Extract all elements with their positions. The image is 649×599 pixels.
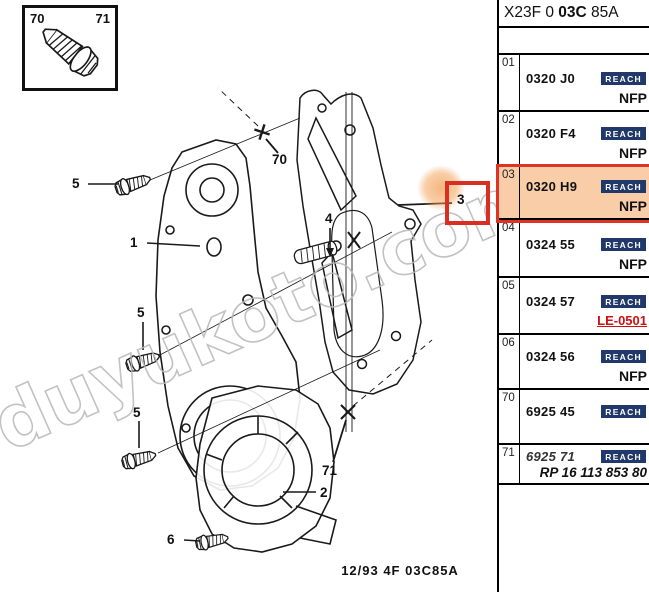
diagram-area: duyukoto.com 70 71 5 1 70 4 3 5 5 (0, 5, 497, 578)
callout-3[interactable]: 3 (457, 192, 465, 207)
row-note-link[interactable]: LE-0501 (597, 313, 647, 328)
callout-70[interactable]: 70 (272, 152, 288, 167)
row-index: 06 (499, 335, 520, 388)
part-number: 0324 57 (526, 294, 576, 309)
row-index: 04 (499, 220, 520, 276)
reach-badge[interactable]: REACH (601, 449, 646, 464)
inset-label-71: 71 (95, 11, 110, 26)
part-number: 0320 J0 (526, 71, 576, 86)
row-note: NFP (619, 145, 647, 161)
row-note: NFP (619, 256, 647, 272)
legend-inset: 70 71 (22, 5, 118, 91)
callout-4[interactable]: 4 (325, 211, 333, 226)
reach-badge[interactable]: REACH (601, 349, 646, 364)
row-note (520, 422, 649, 443)
part-number: 6925 45 (526, 404, 576, 419)
row-index: 71 (499, 445, 520, 483)
row-index: 70 (499, 390, 520, 443)
table-row-04[interactable]: 04 0324 55 REACH NFP (499, 220, 649, 278)
leader-lines (88, 87, 453, 542)
bolt-icon (119, 446, 159, 472)
row-note: NFP (619, 368, 647, 384)
figure-code-header: X23F 0 03C 85A (499, 0, 649, 28)
part-number: 0324 55 (526, 237, 576, 252)
table-row-05[interactable]: 05 0324 57 REACH LE-0501 (499, 278, 649, 335)
callout-5a[interactable]: 5 (72, 176, 80, 191)
table-row-03-selected[interactable]: 03 0320 H9 REACH NFP (496, 164, 649, 223)
reach-badge[interactable]: REACH (601, 71, 646, 86)
callout-5c[interactable]: 5 (133, 405, 141, 420)
callout-6[interactable]: 6 (167, 532, 175, 547)
table-row-01[interactable]: 01 0320 J0 REACH NFP (499, 55, 649, 112)
header-gap-row (499, 28, 649, 55)
callout-2[interactable]: 2 (320, 485, 328, 500)
table-row-02[interactable]: 02 0320 F4 REACH NFP (499, 112, 649, 167)
callout-1[interactable]: 1 (130, 235, 138, 250)
row-note: RP 16 113 853 80 (539, 465, 647, 480)
row-note: NFP (619, 90, 647, 106)
lower-cover-part2 (195, 385, 337, 553)
reach-badge[interactable]: REACH (601, 404, 646, 419)
row-index: 05 (499, 278, 520, 333)
callout-71[interactable]: 71 (322, 463, 338, 478)
bolt-icon (112, 170, 154, 198)
header-suffix: 85A (586, 4, 619, 21)
highlight-dot (417, 165, 465, 211)
selected-callout-box (445, 181, 490, 225)
reach-badge[interactable]: REACH (601, 237, 646, 252)
reach-badge[interactable]: REACH (601, 179, 646, 194)
table-row-70[interactable]: 70 6925 45 REACH (499, 390, 649, 445)
part-number: 0320 H9 (526, 179, 578, 194)
part-number: 0320 F4 (526, 126, 576, 141)
row-index: 03 (499, 167, 520, 218)
table-row-06[interactable]: 06 0324 56 REACH NFP (499, 335, 649, 390)
part-number: 0324 56 (526, 349, 576, 364)
figure-caption: 12/93 4F 03C85A (341, 563, 459, 578)
part-number: 6925 71 (526, 449, 576, 464)
row-index: 02 (499, 112, 520, 165)
parts-table: X23F 0 03C 85A 01 0320 J0 REACH NFP 02 0… (496, 0, 649, 592)
reach-badge[interactable]: REACH (601, 294, 646, 309)
inset-label-70: 70 (30, 11, 45, 26)
backing-plate-part3 (296, 89, 422, 432)
row-index: 01 (499, 55, 520, 110)
header-prefix: X23F 0 (504, 4, 559, 21)
reach-badge[interactable]: REACH (601, 126, 646, 141)
row-note: NFP (619, 198, 647, 214)
header-bold: 03C (558, 4, 587, 21)
callout-5b[interactable]: 5 (137, 305, 145, 320)
table-row-71[interactable]: 71 6925 71 REACH RP 16 113 853 80 (499, 445, 649, 485)
parts-diagram: duyukoto.com (0, 87, 497, 553)
